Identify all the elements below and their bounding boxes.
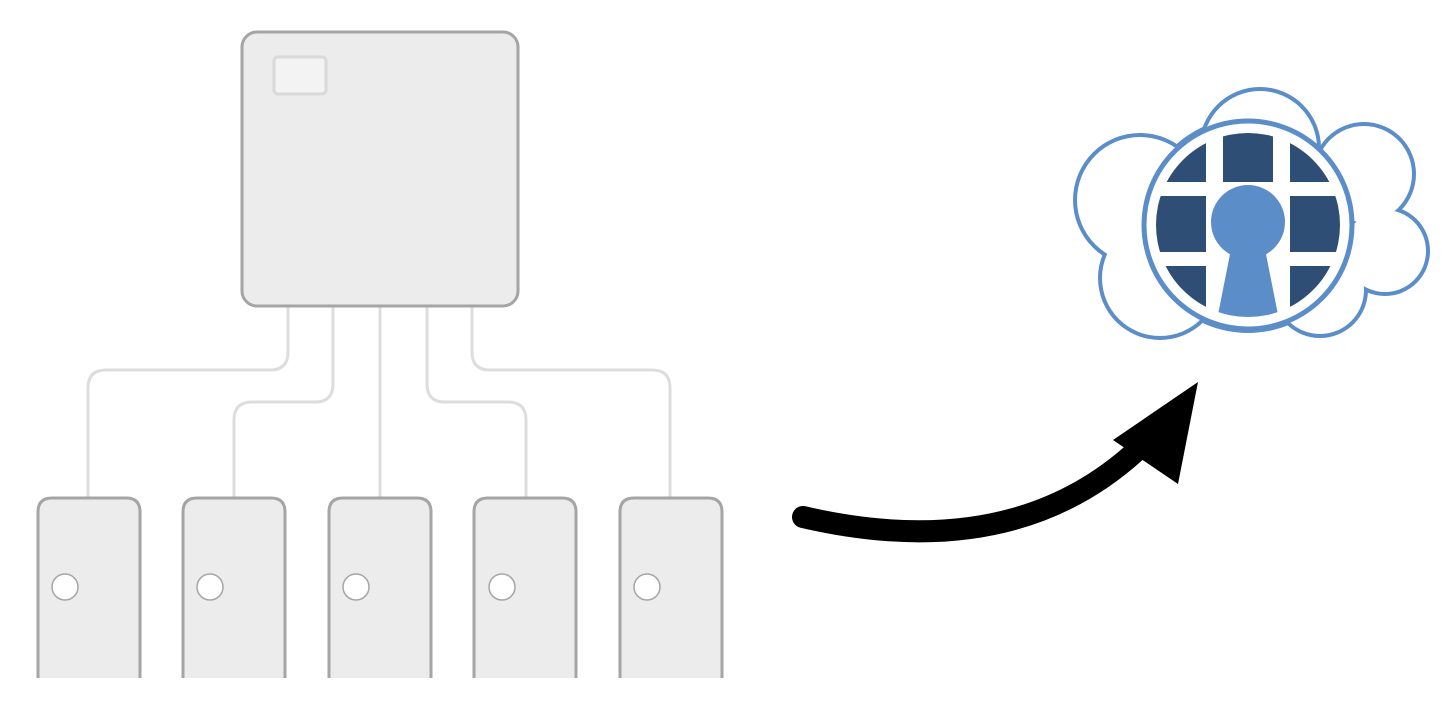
device-1-knob xyxy=(51,573,79,601)
wire-device-1 xyxy=(86,306,290,498)
shield-icon xyxy=(1141,118,1355,332)
device-row xyxy=(36,496,724,678)
wire-device-2 xyxy=(232,306,335,498)
device-4 xyxy=(472,496,578,678)
arrow-head xyxy=(1113,382,1198,484)
wiring xyxy=(86,306,672,498)
device-2-knob xyxy=(196,573,224,601)
device-3 xyxy=(327,496,433,678)
device-2 xyxy=(181,496,287,678)
device-5-knob xyxy=(633,573,661,601)
flow-arrow xyxy=(792,382,1198,543)
device-3-knob xyxy=(342,573,370,601)
keyhole-icon xyxy=(1211,185,1285,317)
device-1 xyxy=(36,496,142,678)
device-4-knob xyxy=(488,573,516,601)
hub-box xyxy=(240,30,520,308)
device-5 xyxy=(618,496,724,678)
hub-indicator xyxy=(272,55,328,96)
wire-device-5 xyxy=(470,306,672,498)
wire-device-4 xyxy=(425,306,528,498)
cloud-keyhole-logo xyxy=(1073,87,1430,340)
